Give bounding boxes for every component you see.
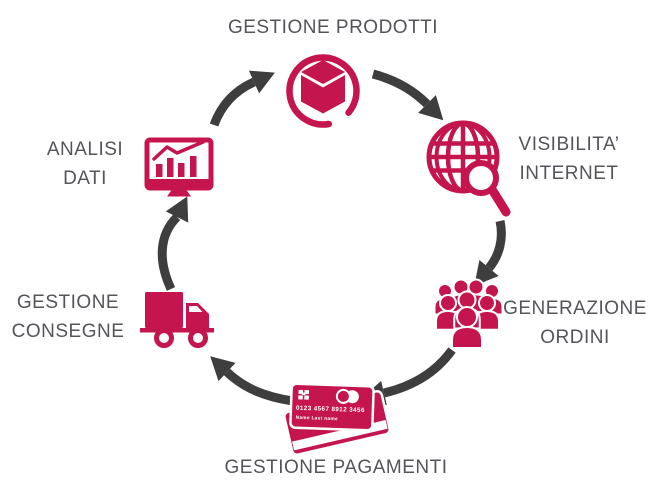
front-card: 0123 4567 8912 3456 Name Last name: [289, 382, 375, 432]
arrow-prodotti-to-visibilita: [371, 69, 444, 121]
person-icon: [451, 306, 483, 349]
card-holder: Name Last name: [295, 415, 338, 422]
globe-search-icon: [426, 120, 511, 217]
truck-wheel: [188, 328, 208, 348]
truck-cargo: [145, 292, 183, 328]
stage-label-gestione-pagamenti: GESTIONE PAGAMENTI: [224, 457, 448, 478]
stage-label-visibilita-internet: VISIBILITA’ INTERNET: [518, 134, 620, 184]
arrow-consegne-to-analisi: [157, 196, 189, 291]
bar-chart-icon: [156, 156, 197, 177]
stage-label-analisi-dati: ANALISI DATI: [46, 139, 124, 189]
stage-label-gestione-consegne: GESTIONE CONSEGNE: [11, 292, 125, 342]
package-icon: [286, 54, 360, 128]
truck-wheel: [154, 328, 174, 348]
cube-right-face: [323, 75, 345, 114]
truck-bumper: [140, 328, 214, 333]
cube-top-face: [301, 60, 345, 84]
monitor-bottom-band: [149, 179, 209, 186]
magnifier-lens: [463, 160, 499, 196]
arrow-pagamenti-to-consegne: [210, 356, 294, 406]
stage-label-generazione-ordini: GENERAZIONE ORDINI: [503, 298, 647, 348]
arrow-analisi-to-prodotti: [209, 70, 275, 127]
card-number: 0123 4567 8912 3456: [296, 405, 365, 414]
trend-line: [152, 140, 205, 161]
monitor-stand: [167, 188, 191, 197]
magnifier-handle: [488, 186, 511, 217]
crowd-icon: [433, 278, 504, 349]
card-circles-icon: [335, 388, 359, 404]
package-ring: [286, 54, 360, 128]
arrow-visibilita-to-ordini: [474, 220, 506, 286]
cube-left-face: [301, 75, 323, 114]
stage-label-gestione-prodotti: GESTIONE PRODOTTI: [227, 17, 439, 38]
truck-window: [189, 306, 203, 312]
truck-icon: [140, 292, 214, 348]
credit-cards-icon: 0123 4567 8912 3456 Name Last name: [283, 382, 391, 456]
monitor-chart-icon: [144, 137, 214, 197]
card-chip-icon: [298, 389, 310, 400]
